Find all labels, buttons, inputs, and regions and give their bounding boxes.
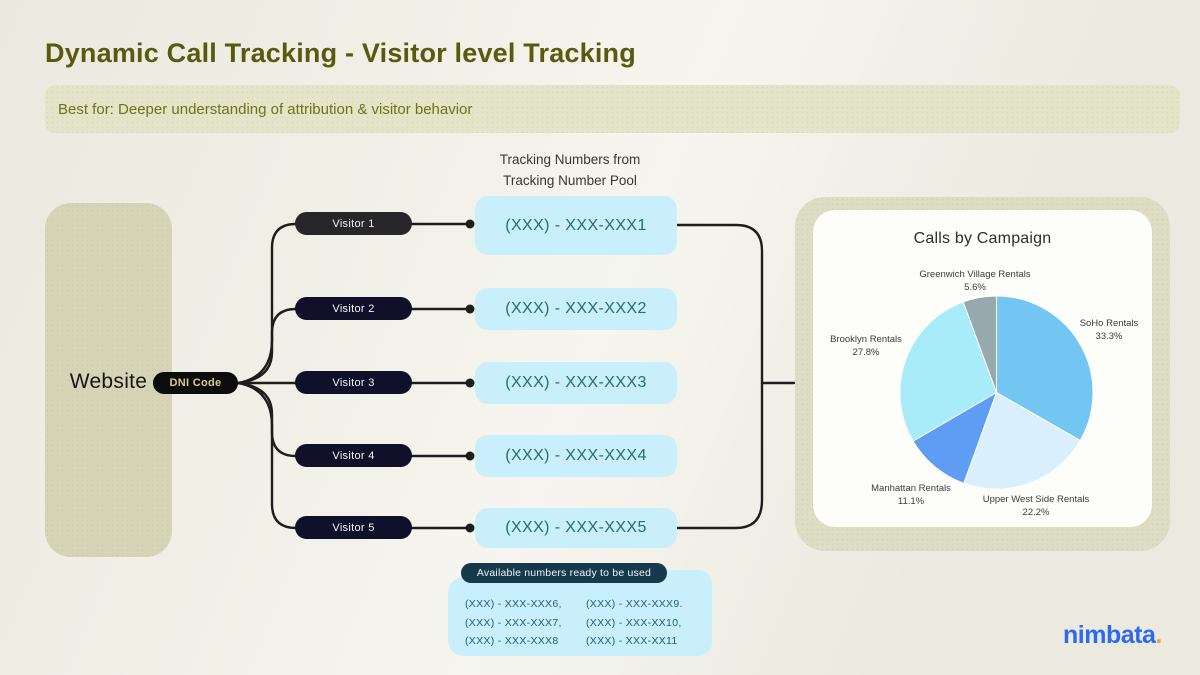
website-box — [45, 203, 172, 557]
tracking-number-4: (XXX) - XXX-XXX4 — [505, 447, 647, 464]
visitor-pill-5: Visitor 5 — [295, 516, 412, 539]
available-numbers-col-2: (XXX) - XXX-XXX9. (XXX) - XXX-XX10, (XXX… — [586, 595, 683, 651]
visitor-3-label: Visitor 3 — [332, 376, 375, 389]
available-numbers-box — [448, 577, 711, 656]
pie-label-upper-west-side: Upper West Side Rentals 22.2% — [983, 494, 1090, 519]
visitor-1-label: Visitor 1 — [332, 217, 375, 230]
available-number: (XXX) - XXX-XXX8 — [465, 635, 559, 647]
available-numbers-title: Available numbers ready to be used — [476, 567, 652, 579]
pie-chart — [899, 295, 1094, 490]
tracking-number-box-5: (XXX) - XXX-XXX5 — [475, 508, 677, 548]
visitor-4-label: Visitor 4 — [332, 449, 375, 462]
available-numbers-col-1: (XXX) - XXX-XXX6, (XXX) - XXX-XXX7, (XXX… — [465, 595, 562, 651]
tracking-number-box-1: (XXX) - XXX-XXX1 — [475, 196, 677, 255]
visitor-pill-2: Visitor 2 — [295, 297, 412, 320]
subtitle-bar: Best for: Deeper understanding of attrib… — [45, 85, 1180, 133]
available-number: (XXX) - XXX-XX11 — [586, 635, 678, 647]
pie-label-manhattan-name: Manhattan Rentals — [871, 483, 951, 494]
pie-label-upper-west-side-name: Upper West Side Rentals — [982, 494, 1090, 505]
website-label: Website — [69, 370, 148, 393]
pie-slice — [963, 392, 1081, 490]
pie-slice — [996, 295, 1094, 442]
subtitle-text: Best for: Deeper understanding of attrib… — [58, 100, 473, 118]
visitor-pill-4: Visitor 4 — [295, 444, 412, 467]
chart-title: Calls by Campaign — [913, 230, 1052, 247]
dni-code-label: DNI Code — [169, 377, 222, 389]
node-dot — [465, 523, 475, 533]
page-title: Dynamic Call Tracking - Visitor level Tr… — [45, 38, 636, 68]
pie-label-soho: SoHo Rentals 33.3% — [1080, 318, 1139, 343]
tracking-number-box-2: (XXX) - XXX-XXX2 — [475, 288, 677, 330]
pie-label-greenwich-village: Greenwich Village Rentals 5.6% — [919, 269, 1030, 294]
nimbata-logo-dot: . — [1155, 621, 1162, 649]
available-number: (XXX) - XXX-XX10, — [586, 616, 682, 629]
node-dot — [465, 378, 475, 388]
available-number: (XXX) - XXX-XXX7, — [465, 616, 562, 629]
visitor-pill-1: Visitor 1 — [295, 212, 412, 235]
available-number: (XXX) - XXX-XXX6, — [465, 598, 562, 610]
nimbata-logo-text: nimbata — [1063, 621, 1156, 649]
tracking-number-box-3: (XXX) - XXX-XXX3 — [475, 362, 677, 404]
available-numbers-pill: Available numbers ready to be used — [461, 563, 667, 583]
pie-label-upper-west-side-pct: 22.2% — [1022, 506, 1050, 518]
tracking-pool-header-line1: Tracking Numbers from — [499, 152, 641, 167]
tracking-number-5: (XXX) - XXX-XXX5 — [505, 519, 647, 536]
tracking-number-box-4: (XXX) - XXX-XXX4 — [475, 435, 677, 477]
node-dot — [465, 304, 475, 314]
pie-label-manhattan-pct: 11.1% — [897, 495, 925, 507]
tracking-number-2: (XXX) - XXX-XXX2 — [505, 300, 647, 317]
tracking-number-1: (XXX) - XXX-XXX1 — [505, 216, 647, 234]
pie-label-greenwich-village-pct: 5.6% — [964, 281, 986, 293]
visitor-2-label: Visitor 2 — [332, 302, 375, 315]
node-dot — [465, 219, 475, 229]
tracking-pool-header-line2: Tracking Number Pool — [503, 173, 637, 188]
pie-slice — [899, 301, 997, 442]
pie-label-brooklyn-pct: 27.8% — [852, 346, 880, 358]
available-number: (XXX) - XXX-XXX9. — [586, 598, 683, 610]
tracking-pool-header: Tracking Numbers from Tracking Number Po… — [450, 149, 690, 191]
pie-label-soho-name: SoHo Rentals — [1079, 318, 1139, 329]
pie-label-brooklyn-name: Brooklyn Rentals — [830, 334, 902, 345]
pie-slice — [912, 392, 997, 484]
node-dot — [465, 451, 475, 461]
pie-slice — [962, 295, 997, 393]
nimbata-logo: nimbata. — [1063, 621, 1162, 650]
visitor-pill-3: Visitor 3 — [295, 371, 412, 394]
pie-label-manhattan: Manhattan Rentals 11.1% — [871, 483, 951, 508]
tracking-number-3: (XXX) - XXX-XXX3 — [505, 374, 647, 391]
visitor-5-label: Visitor 5 — [332, 521, 375, 534]
dni-code-pill: DNI Code — [153, 372, 238, 394]
pie-label-greenwich-village-name: Greenwich Village Rentals — [919, 269, 1031, 280]
pie-label-brooklyn: Brooklyn Rentals 27.8% — [830, 334, 902, 359]
pie-label-soho-pct: 33.3% — [1095, 330, 1123, 342]
